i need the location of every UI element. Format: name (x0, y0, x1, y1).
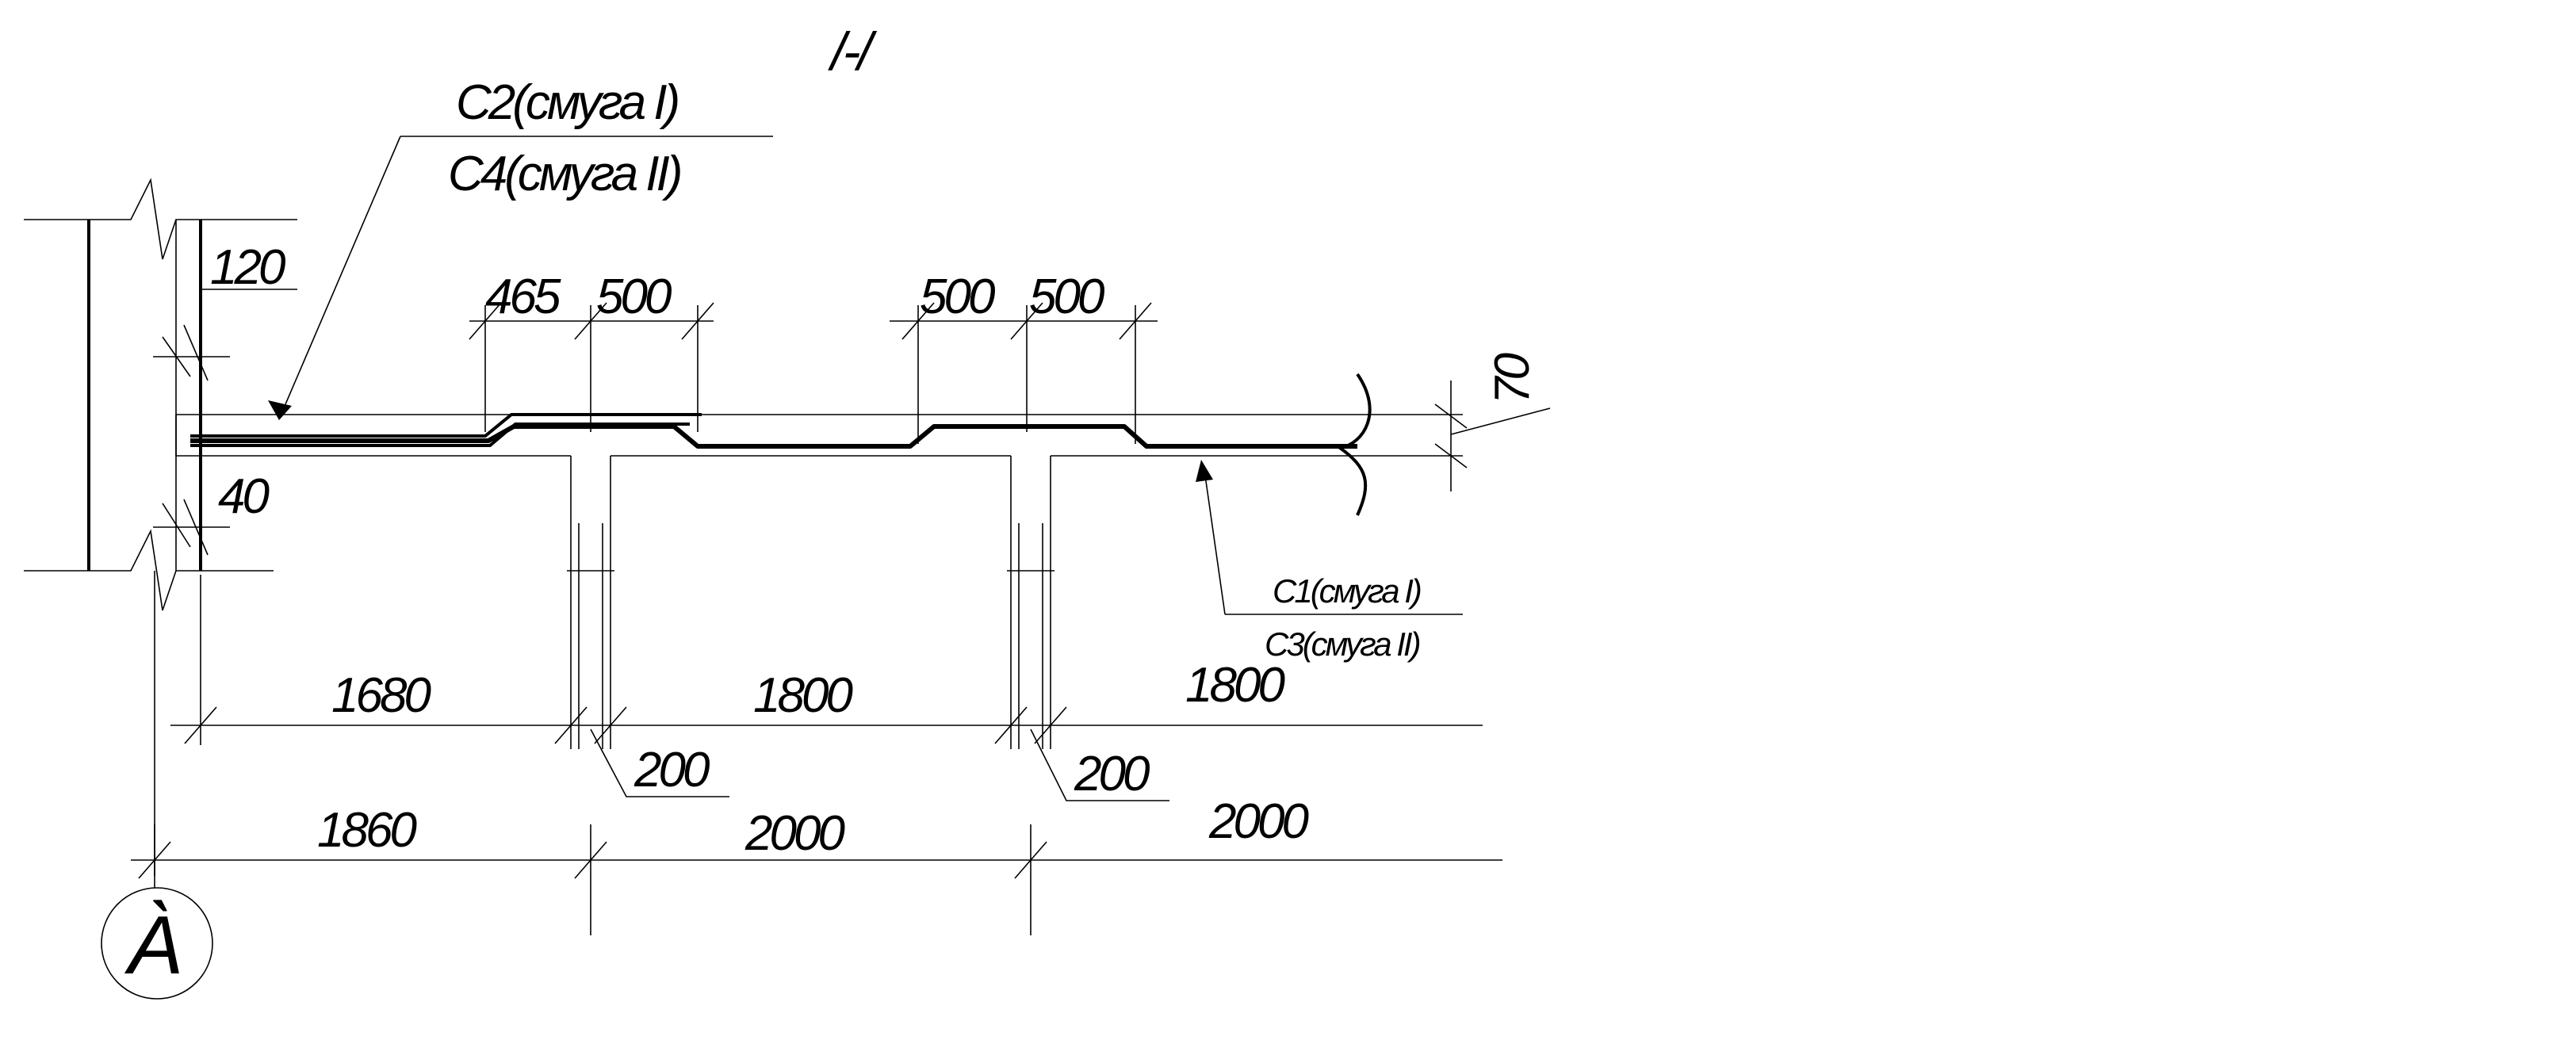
top-segment-dimensions (469, 302, 1158, 444)
dim-span-1800-b: 1800 (1185, 658, 1284, 713)
callout-c3: C3(смуга II) (1265, 625, 1420, 663)
dim-axis-2000-b: 2000 (1208, 794, 1308, 849)
dim-axis-1860: 1860 (317, 803, 416, 858)
wall-dimensions (153, 289, 297, 556)
callout-c2: C2(смуга I) (456, 75, 678, 130)
dim-span-1680: 1680 (331, 668, 431, 723)
beam-2 (1007, 456, 1055, 749)
dim-top-500-c: 500 (1029, 270, 1104, 324)
dim-top-465: 465 (485, 270, 561, 324)
axis-marker-label: А̀ (124, 900, 183, 992)
leader-c1-c3 (1196, 460, 1463, 615)
callout-c1: C1(смуга I) (1273, 572, 1421, 610)
axis-marker (101, 571, 213, 1000)
dim-wall-40: 40 (218, 469, 269, 524)
slab-thickness-dimension (1403, 380, 1551, 491)
wall (24, 178, 297, 611)
beam-1 (567, 456, 614, 749)
dim-slab-70: 70 (1485, 354, 1540, 404)
section-title: /-/ (828, 21, 878, 82)
dim-top-500-a: 500 (596, 270, 672, 324)
dim-top-500-b: 500 (920, 270, 995, 324)
dim-beam-200-a: 200 (633, 743, 710, 797)
dim-wall-120: 120 (210, 240, 285, 295)
dim-span-1800-a: 1800 (753, 668, 852, 723)
callout-c4: C4(смуга II) (448, 147, 680, 201)
leader-c2-c4 (268, 136, 773, 420)
beam-width-leaders (590, 728, 1169, 801)
clear-span-dimensions (170, 575, 1483, 745)
dim-beam-200-b: 200 (1074, 747, 1150, 801)
dim-axis-2000-a: 2000 (744, 806, 844, 861)
